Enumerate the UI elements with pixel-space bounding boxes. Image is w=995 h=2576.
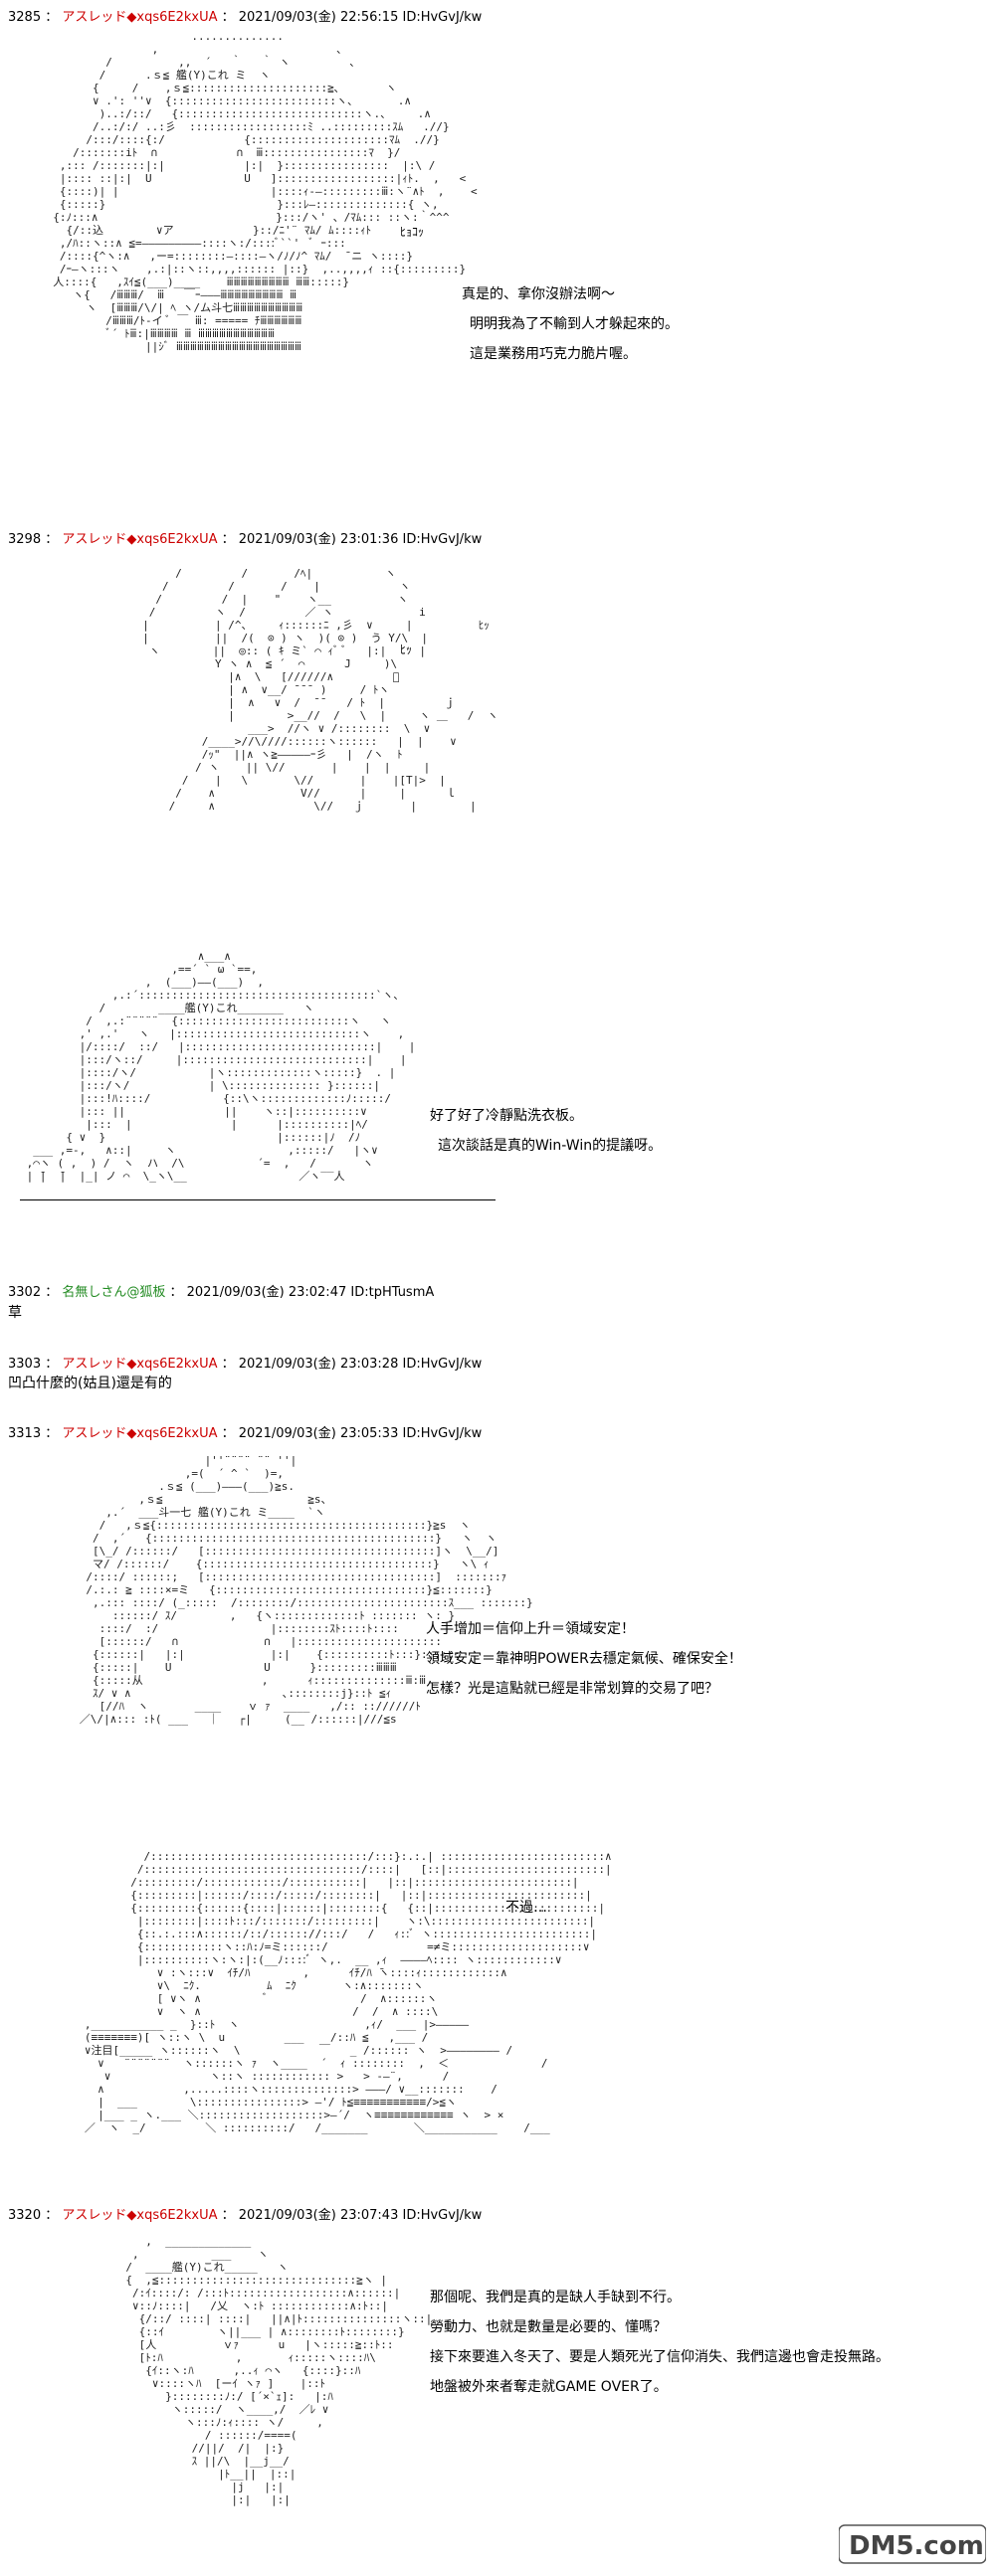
post-number: 3320	[8, 2208, 42, 2223]
dialogue-line: 那個呢、我們是真的是缺人手缺到不行。	[430, 2290, 681, 2305]
post-header: 3320 ： アスレッド◆xqs6E2kxUA ： 2021/09/03(金) …	[8, 2208, 483, 2223]
dialogue-line: 勞動力、也就是數量是必要的、懂嗎？	[430, 2319, 667, 2335]
post-header: 3298 ： アスレッド◆xqs6E2kxUA ： 2021/09/03(金) …	[8, 532, 483, 547]
ascii-art: .............. , 、 / ,, ´ ｀ ｀ ヽ 、 / .ｓ≦ …	[53, 30, 478, 353]
post-date: 2021/09/03(金) 23:05:33	[238, 1426, 399, 1441]
dialogue-line: 地盤被外來者奪走就GAME OVER了。	[430, 2379, 668, 2395]
divider	[20, 1199, 496, 1200]
post-id: ID:HvGvJ/kw	[402, 532, 483, 547]
poster-name[interactable]: アスレッド	[62, 1426, 127, 1441]
poster-name[interactable]: アスレッド	[62, 2208, 127, 2223]
poster-trip: ◆xqs6E2kxUA	[126, 2208, 218, 2223]
post-body: 草	[8, 1305, 22, 1321]
poster-trip: ◆xqs6E2kxUA	[126, 532, 218, 547]
post-date: 2021/09/03(金) 23:03:28	[238, 1357, 399, 1372]
post-id: ID:HvGvJ/kw	[402, 2208, 483, 2223]
post-number: 3298	[8, 532, 42, 547]
dialogue-line: 真是的、拿你沒辦法啊～	[462, 286, 615, 302]
post-header: 3302 ： 名無しさん@狐板 ： 2021/09/03(金) 23:02:47…	[8, 1285, 435, 1300]
ascii-art: , _____________ , ___ ヽ / ____艦(Y)これ____…	[125, 2235, 433, 2506]
ascii-art: /:::::::::::::::::::::::::::::::::/:::}:…	[84, 1850, 612, 2134]
dialogue-line: 不過…	[505, 1900, 547, 1916]
post-id: ID:HvGvJ/kw	[402, 1357, 483, 1372]
post-number: 3302	[8, 1285, 42, 1300]
post-number: 3303	[8, 1357, 42, 1372]
dialogue-line: 人手增加＝信仰上升＝領域安定！	[426, 1621, 635, 1637]
dialogue: 真是的、拿你沒辦法啊～ 明明我為了不輸到人才躲起來的。 這是業務用巧克力脆片喔。	[462, 279, 679, 369]
post-body: 凹凸什麼的(姑且)還是有的	[8, 1376, 172, 1391]
dm5-logo: DM5.com	[838, 2521, 987, 2567]
dialogue-line: 這是業務用巧克力脆片喔。	[470, 346, 637, 362]
post-id: ID:tpHTusmA	[350, 1285, 435, 1300]
poster-trip: ◆xqs6E2kxUA	[126, 10, 218, 25]
poster-name[interactable]: アスレッド	[62, 10, 127, 25]
post-number: 3313	[8, 1426, 42, 1441]
dialogue-line: 領域安定＝靠神明POWER去穩定氣候、確保安全！	[426, 1651, 742, 1667]
dialogue: 不過…	[505, 1893, 547, 1923]
logo-text: DM5.com	[849, 2531, 984, 2561]
dialogue: 好了好了冷靜點洗衣板。 這次談話是真的Win-Win的提議呀。	[430, 1101, 662, 1161]
post-id: ID:HvGvJ/kw	[402, 10, 483, 25]
sound-effect: ﾋｮｺｯ	[400, 225, 425, 239]
post-date: 2021/09/03(金) 23:07:43	[238, 2208, 399, 2223]
dialogue-line: 好了好了冷靜點洗衣板。	[430, 1108, 583, 1124]
post-header: 3303 ： アスレッド◆xqs6E2kxUA ： 2021/09/03(金) …	[8, 1357, 483, 1372]
poster-trip: ◆xqs6E2kxUA	[126, 1357, 218, 1372]
post-date: 2021/09/03(金) 22:56:15	[238, 10, 399, 25]
dialogue-line: 這次談話是真的Win-Win的提議呀。	[438, 1138, 663, 1154]
ascii-art: |''¨¨¨¨ ¨¨ ''| ,=( ´ ^ ` )=, .ｓ≦ (___)――…	[79, 1454, 533, 1726]
post-date: 2021/09/03(金) 23:01:36	[238, 532, 399, 547]
post-header: 3313 ： アスレッド◆xqs6E2kxUA ： 2021/09/03(金) …	[8, 1426, 483, 1441]
post-number: 3285	[8, 10, 42, 25]
dialogue-line: 接下來要進入冬天了、要是人類死光了信仰消失、我們這邊也會走投無路。	[430, 2349, 890, 2365]
dialogue-line: 明明我為了不輸到人才躲起來的。	[470, 316, 679, 332]
poster-name[interactable]: アスレッド	[62, 1357, 127, 1372]
sound-effect: ﾋｯ	[400, 643, 413, 656]
dialogue: 那個呢、我們是真的是缺人手缺到不行。 勞動力、也就是數量是必要的、懂嗎？ 接下來…	[430, 2283, 890, 2402]
post-date: 2021/09/03(金) 23:02:47	[186, 1285, 347, 1300]
poster-name[interactable]: 名無しさん@狐板	[62, 1285, 166, 1300]
ascii-art: / / /ﾍ| ヽ / / / | ヽ / / | " ヽ__ ヽ / ヽ / …	[142, 567, 498, 813]
dialogue: 人手增加＝信仰上升＝領域安定！ 領域安定＝靠神明POWER去穩定氣候、確保安全！…	[426, 1614, 742, 1704]
dialogue-line: 怎樣？光是這點就已經是非常划算的交易了吧？	[426, 1681, 718, 1697]
ascii-art: ∧___∧ ,==´ ` ω `==, , (___)――(___) , ,.:…	[26, 950, 416, 1183]
post-header: 3285 ： アスレッド◆xqs6E2kxUA ： 2021/09/03(金) …	[8, 10, 483, 25]
post-id: ID:HvGvJ/kw	[402, 1426, 483, 1441]
poster-trip: ◆xqs6E2kxUA	[126, 1426, 218, 1441]
poster-name[interactable]: アスレッド	[62, 532, 127, 547]
